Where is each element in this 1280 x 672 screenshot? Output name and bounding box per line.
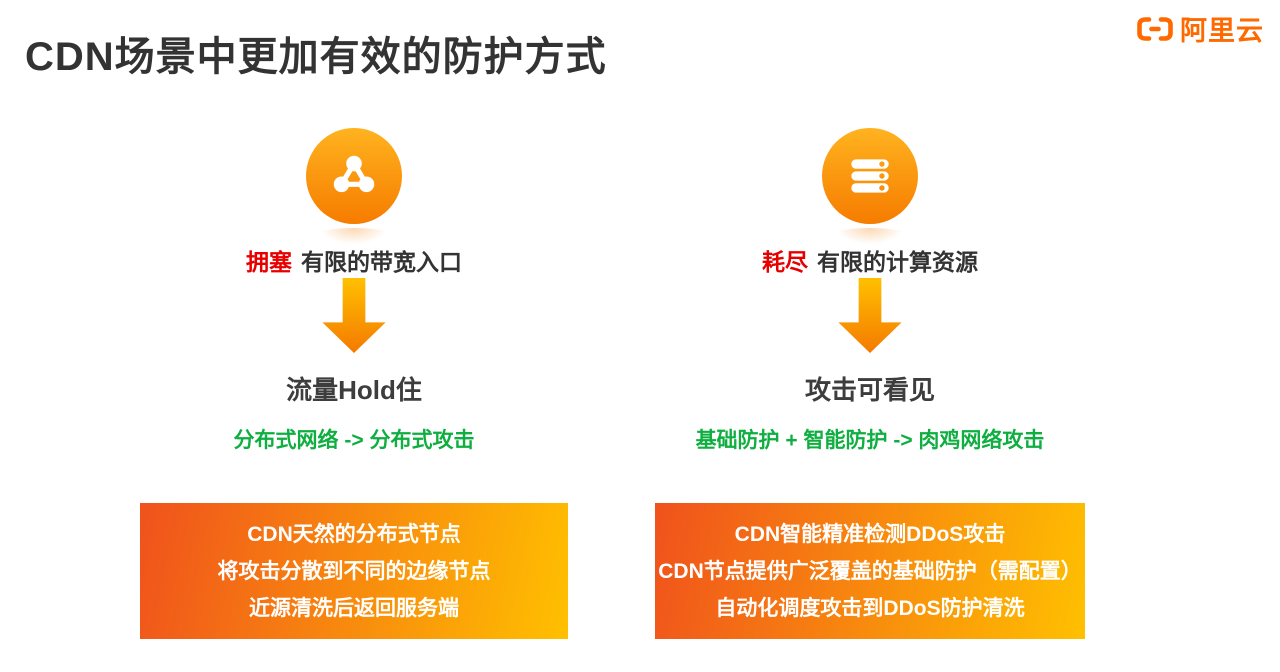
column-compute: 耗尽有限的计算资源 攻击可看见 基础防护 + 智能防护 -> 肉鸡网络攻击 CD…: [655, 0, 1085, 672]
summary-line: 近源清洗后返回服务端: [249, 596, 459, 620]
icon-reflection: [822, 228, 918, 252]
summary-line: 将攻击分散到不同的边缘节点: [217, 559, 491, 583]
effect-title: 攻击可看见: [804, 375, 935, 405]
cause-text: 有限的计算资源: [817, 249, 978, 275]
effect-title: 流量Hold住: [286, 375, 422, 405]
summary-line: CDN天然的分布式节点: [247, 522, 461, 546]
logo-text: 阿里云: [1180, 16, 1264, 46]
cause-text: 有限的带宽入口: [301, 249, 462, 275]
effect-formula: 基础防护 + 智能防护 -> 肉鸡网络攻击: [695, 429, 1045, 452]
down-arrow-icon: [838, 278, 902, 353]
cause-label: 拥塞有限的带宽入口: [140, 243, 568, 277]
icon-reflection: [306, 228, 402, 252]
cause-keyword: 拥塞: [246, 249, 292, 275]
summary-box: CDN智能精准检测DDoS攻击 CDN节点提供广泛覆盖的基础防护（需配置） 自动…: [655, 503, 1085, 639]
cause-keyword: 耗尽: [762, 249, 808, 275]
summary-line: CDN智能精准检测DDoS攻击: [734, 522, 1006, 546]
column-bandwidth: 拥塞有限的带宽入口 流量Hold住 分布式网络 -> 分布式攻击 CDN天然的分…: [140, 0, 568, 672]
page-title: CDN场景中更加有效的防护方式: [25, 35, 607, 79]
network-nodes-icon: [306, 128, 402, 224]
cause-label: 耗尽有限的计算资源: [655, 243, 1085, 277]
server-stack-icon: [822, 128, 918, 224]
alibaba-cloud-logo: 阿里云: [1135, 9, 1264, 48]
down-arrow-icon: [322, 278, 386, 353]
summary-box: CDN天然的分布式节点 将攻击分散到不同的边缘节点 近源清洗后返回服务端: [140, 503, 568, 639]
effect-formula: 分布式网络 -> 分布式攻击: [233, 429, 475, 452]
summary-line: 自动化调度攻击到DDoS防护清洗: [715, 596, 1025, 620]
alibaba-cloud-bracket-icon: [1135, 15, 1175, 43]
summary-line: CDN节点提供广泛覆盖的基础防护（需配置）: [658, 559, 1082, 583]
